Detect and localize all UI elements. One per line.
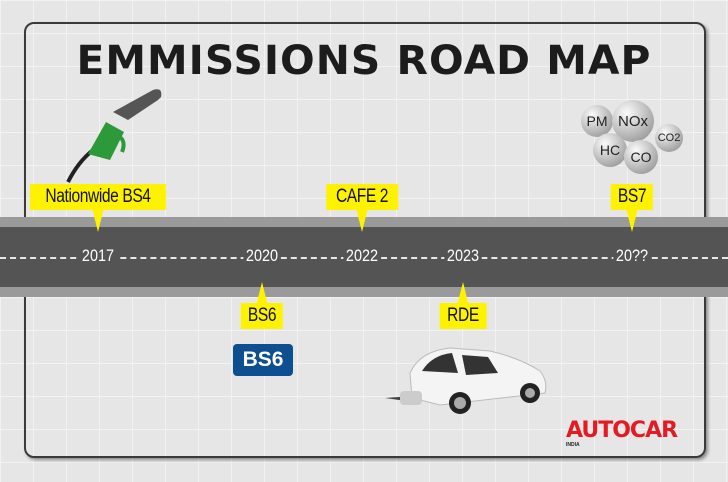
year-2022: 2022 [343,246,381,266]
bs6-logo: BS6 [233,344,293,376]
milestone-label: RDE [447,305,479,326]
milestone-bs7: BS7 [610,184,654,210]
pollutant-pm: PM [581,105,613,137]
autocar-logo: AUTOCAR [566,418,678,443]
pointer [356,208,368,232]
milestone-cafe-2: CAFE 2 [326,184,398,210]
year-2017: 2017 [79,246,117,266]
milestone-label: BS6 [247,305,277,326]
pointer [256,282,268,306]
fuel-nozzle-icon [66,89,162,183]
pollutant-co2: CO2 [655,124,683,152]
year-2020: 2020 [243,246,281,266]
pollutant-co: CO [624,140,658,174]
pointer [626,208,638,232]
milestone-label: BS7 [617,186,647,207]
pollutant-hc: HC [593,133,627,167]
milestone-label: CAFE 2 [335,186,389,207]
milestone-rde: RDE [439,303,487,329]
page-title: EMMISSIONS ROAD MAP [76,38,652,84]
milestone-nationwide-bs4: Nationwide BS4 [29,184,167,210]
car-rde-test-icon [385,347,547,414]
pointer [92,208,104,232]
autocar-sub: INDIA [566,442,580,448]
year-2023: 2023 [444,246,482,266]
milestone-bs6: BS6 [240,303,284,329]
milestone-label: Nationwide BS4 [45,186,151,207]
year-future: 20?? [613,246,651,266]
pointer [457,282,469,306]
